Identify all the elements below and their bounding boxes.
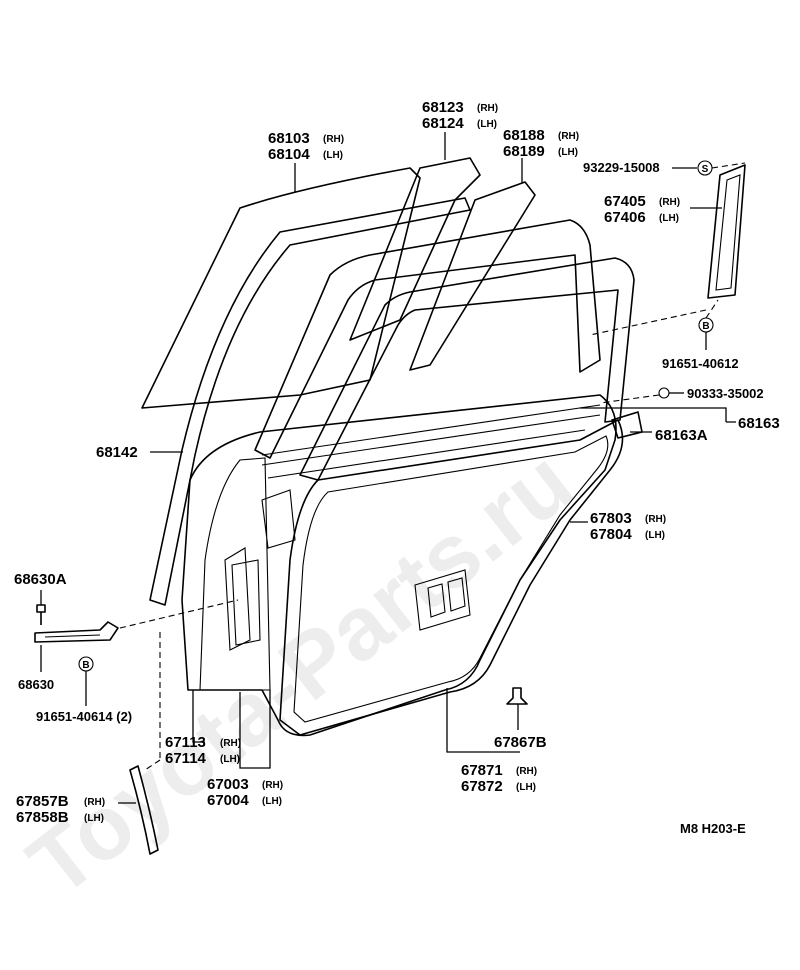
label-68163: 68163	[738, 415, 780, 432]
label-68142: 68142	[96, 444, 138, 461]
leader-68163	[580, 407, 736, 423]
label-67803-side: (RH)	[645, 514, 666, 525]
label-68103: 68103	[268, 130, 310, 147]
label-67004-side: (LH)	[262, 796, 282, 807]
label-68189: 68189	[503, 143, 545, 160]
s-mark: S	[702, 164, 709, 175]
glass-run-68188	[409, 181, 536, 371]
label-68163A: 68163A	[655, 427, 708, 444]
bolt-68630A	[36, 604, 46, 625]
label-68123: 68123	[422, 99, 464, 116]
door-hinge-area	[231, 559, 261, 646]
label-68188: 68188	[503, 127, 545, 144]
label-67867B: 67867B	[494, 734, 547, 751]
label-67872-side: (LH)	[516, 782, 536, 793]
label-67803: 67803	[590, 510, 632, 527]
label-67858B: 67858B	[16, 809, 69, 826]
glass-run-68142	[149, 197, 471, 606]
label-67872: 67872	[461, 778, 503, 795]
label-68123-side: (RH)	[477, 103, 498, 114]
label-68104-side: (LH)	[323, 150, 343, 161]
leader-90333-dash	[599, 394, 660, 404]
door-opening-2	[427, 577, 466, 618]
label-67858B-side: (LH)	[84, 813, 104, 824]
label-67857B-side: (RH)	[84, 797, 105, 808]
label-67871: 67871	[461, 762, 503, 779]
door-glass	[141, 167, 421, 409]
division-bar	[707, 164, 746, 299]
label-67406: 67406	[604, 209, 646, 226]
b-mark-2: B	[82, 660, 89, 671]
label-67003: 67003	[207, 776, 249, 793]
leader-93229-dash	[711, 162, 746, 169]
label-67114-side: (LH)	[220, 754, 240, 765]
label-68630: 68630	[18, 677, 54, 692]
quarter-glass	[349, 157, 481, 341]
washer-90333	[658, 387, 670, 399]
label-91651-40614: 91651-40614 (2)	[36, 709, 132, 724]
b-mark-1: B	[702, 321, 709, 332]
door-weatherstrip	[279, 419, 624, 736]
door-panel	[181, 394, 617, 737]
label-68189-side: (LH)	[558, 147, 578, 158]
door-check-link	[44, 634, 101, 638]
door-opening-1	[414, 569, 471, 631]
window-frame-outer	[299, 257, 635, 481]
label-68103-side: (RH)	[323, 134, 344, 145]
door-check	[34, 621, 119, 643]
label-67114: 67114	[165, 750, 207, 767]
moulding-67857B	[129, 765, 159, 855]
label-67871-side: (RH)	[516, 766, 537, 777]
door-weatherstrip-inner	[293, 435, 609, 723]
leader-67113	[192, 690, 205, 743]
leader-67003	[239, 690, 271, 769]
leader-67871	[446, 688, 520, 753]
label-68104: 68104	[268, 146, 310, 163]
window-frame-inner	[254, 219, 601, 459]
label-90333-35002: 90333-35002	[687, 386, 764, 401]
check-dash	[119, 599, 239, 771]
label-67405: 67405	[604, 193, 646, 210]
label-91651-40612: 91651-40612	[662, 356, 739, 371]
watermark: Toyota-Parts.ru	[11, 432, 591, 916]
label-93229-15008: 93229-15008	[583, 160, 660, 175]
label-67804: 67804	[590, 526, 632, 543]
label-68630A: 68630A	[14, 571, 67, 588]
label-68124: 68124	[422, 115, 464, 132]
leader-91651-40612-dash	[589, 299, 719, 336]
door-inner-structure	[199, 457, 296, 691]
label-67804-side: (LH)	[645, 530, 665, 541]
clip-67867B	[506, 687, 528, 705]
label-67113: 67113	[165, 734, 206, 751]
footer-code: M8 H203-E	[680, 821, 746, 836]
division-bar-inner	[715, 174, 741, 291]
label-67004: 67004	[207, 792, 249, 809]
label-67405-side: (RH)	[659, 197, 680, 208]
belt-moulding	[261, 404, 601, 479]
label-67857B: 67857B	[16, 793, 69, 810]
label-67003-side: (RH)	[262, 780, 283, 791]
label-67113-side: (RH)	[220, 738, 241, 749]
label-68188-side: (RH)	[558, 131, 579, 142]
label-68124-side: (LH)	[477, 119, 497, 130]
label-67406-side: (LH)	[659, 213, 679, 224]
